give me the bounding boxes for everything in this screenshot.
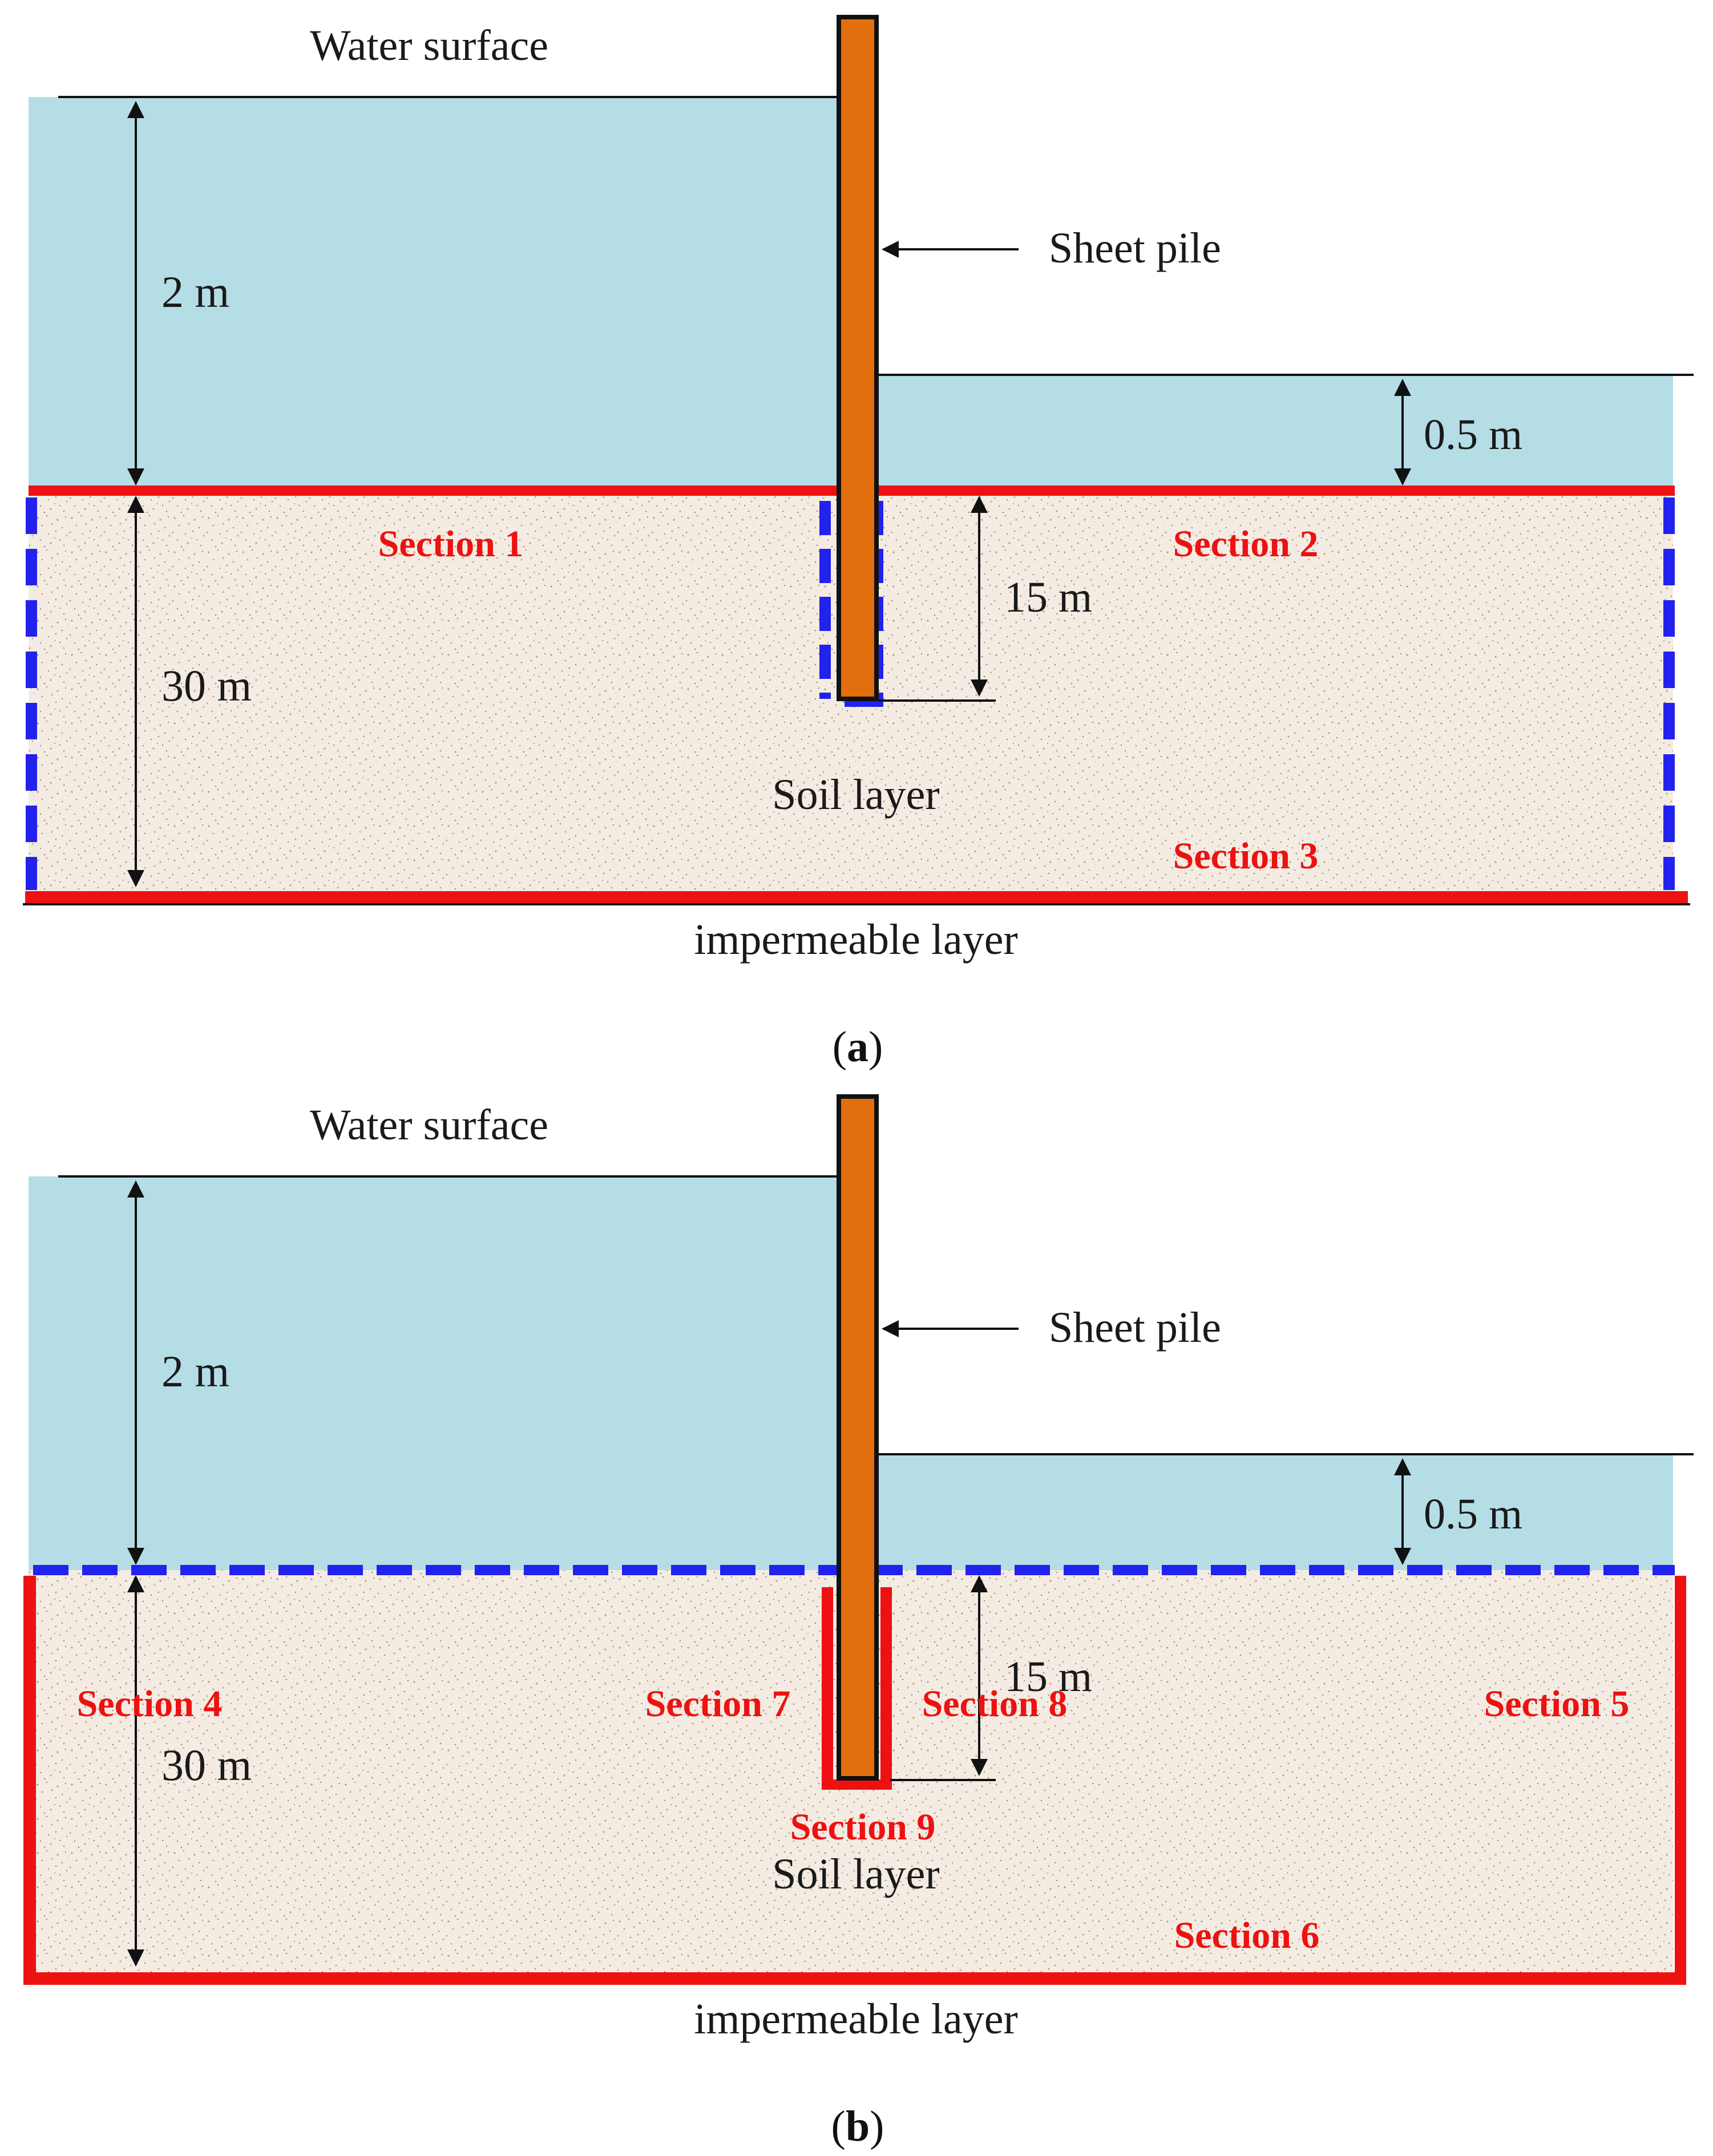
label-section-6: Section 6	[1174, 1915, 1320, 1956]
label-soil-layer: Soil layer	[772, 1850, 939, 1898]
label-section-7: Section 7	[645, 1683, 791, 1725]
label-impermeable-layer: impermeable layer	[694, 916, 1018, 964]
label-depth-05m: 0.5 m	[1424, 411, 1522, 459]
label-section-4: Section 4	[77, 1683, 223, 1725]
label-section-3: Section 3	[1173, 835, 1319, 877]
label-depth-2m: 2 m	[161, 267, 229, 317]
label-section-1: Section 1	[378, 523, 524, 565]
caption-b: (b)	[831, 2102, 884, 2150]
label-water-surface: Water surface	[310, 22, 548, 70]
label-section-5: Section 5	[1484, 1683, 1630, 1725]
label-depth-15m: 15 m	[1004, 1653, 1092, 1701]
label-soil-layer: Soil layer	[772, 771, 939, 819]
label-depth-30m: 30 m	[161, 1740, 252, 1790]
label-section-9: Section 9	[790, 1806, 936, 1848]
sheet-pile	[837, 1094, 879, 1781]
label-water-surface: Water surface	[310, 1101, 548, 1149]
panel-a: Water surface Sheet pile 2 m 0.5 m 15 m …	[23, 15, 1694, 1071]
water-upstream	[29, 97, 840, 491]
label-sheet-pile: Sheet pile	[1049, 224, 1221, 272]
label-impermeable-layer: impermeable layer	[694, 1995, 1018, 2043]
label-depth-30m: 30 m	[161, 661, 252, 710]
water-downstream	[879, 375, 1673, 491]
sheet-pile	[837, 15, 879, 701]
label-section-8: Section 8	[922, 1683, 1068, 1725]
water-downstream	[879, 1454, 1673, 1570]
water-upstream	[29, 1176, 840, 1570]
label-depth-15m: 15 m	[1004, 573, 1092, 621]
label-depth-05m: 0.5 m	[1424, 1490, 1522, 1538]
label-depth-2m: 2 m	[161, 1346, 229, 1396]
caption-a: (a)	[833, 1023, 883, 1071]
label-section-2: Section 2	[1173, 523, 1319, 565]
label-sheet-pile: Sheet pile	[1049, 1304, 1221, 1352]
panel-b: Water surface Sheet pile 2 m 0.5 m 15 m …	[23, 1094, 1694, 2150]
